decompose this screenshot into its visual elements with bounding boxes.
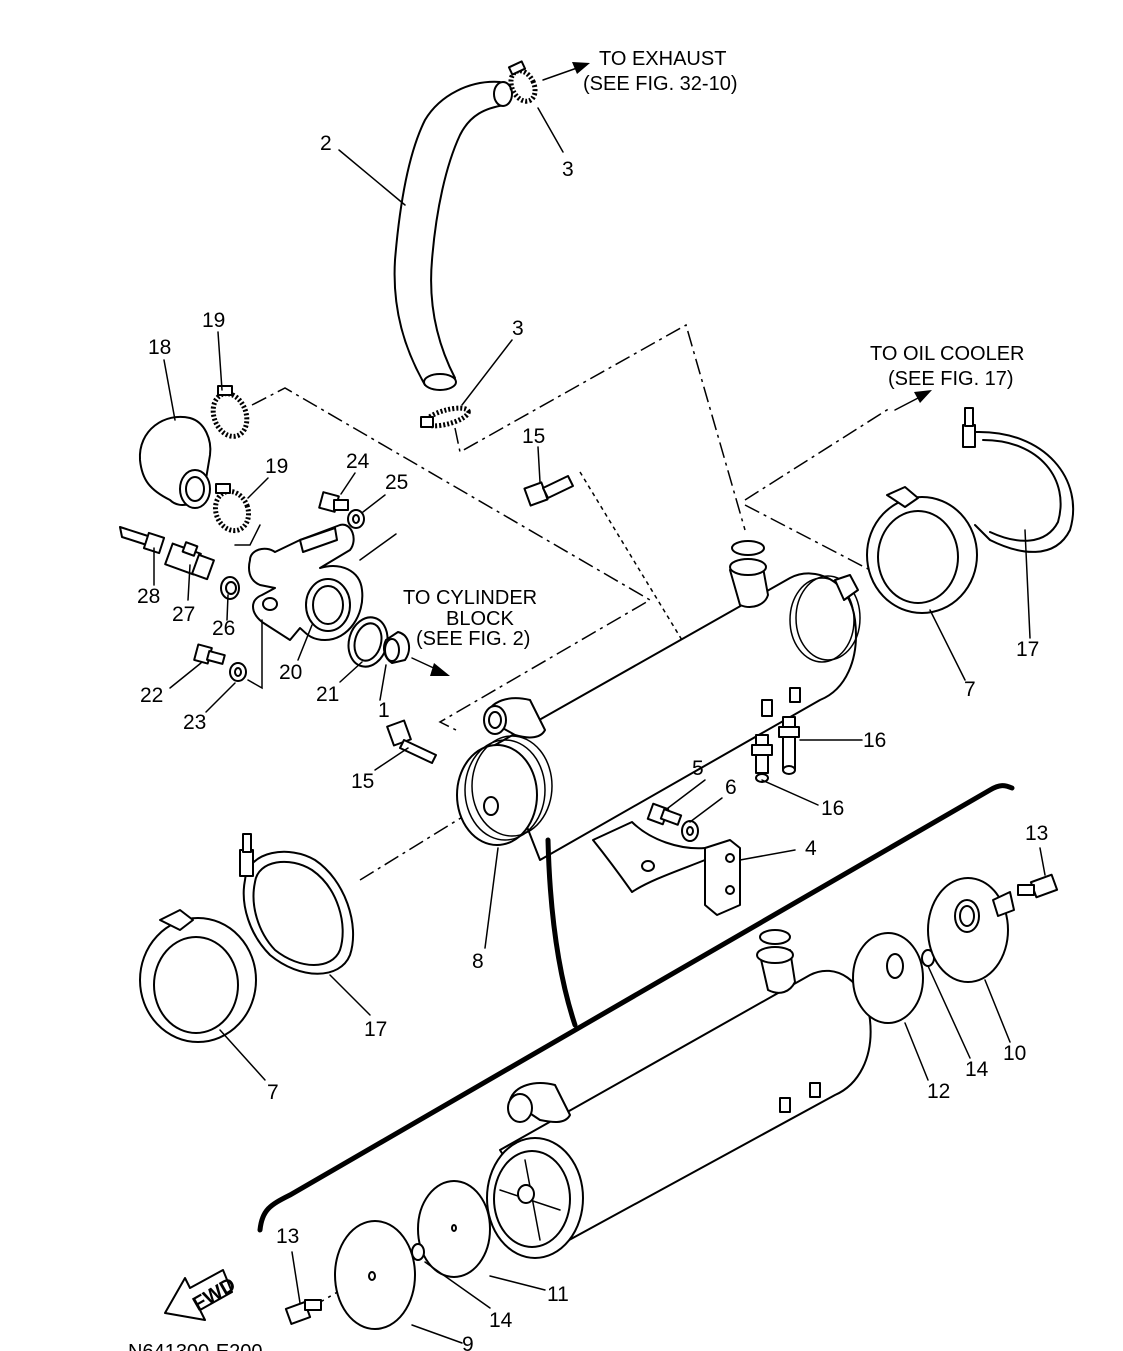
callout-17-left: 17 — [364, 1018, 387, 1041]
callout-14-right: 14 — [965, 1058, 989, 1081]
note-to-exhaust-2: (SEE FIG. 32-10) — [583, 73, 738, 95]
hose-clamp-19-upper — [210, 385, 250, 439]
callout-4: 4 — [805, 837, 817, 860]
housing-20 — [248, 523, 364, 641]
divider-line — [257, 783, 1015, 1233]
callout-21: 21 — [316, 683, 339, 706]
bolt-5 — [646, 802, 683, 826]
drawing-code: N641300-E200 — [128, 1341, 263, 1351]
callout-6: 6 — [725, 776, 737, 799]
callout-19-upper: 19 — [202, 309, 225, 332]
callout-14-left: 14 — [489, 1309, 513, 1332]
fitting-16-a — [751, 734, 773, 783]
fwd-arrow-icon: FWD — [164, 1269, 240, 1321]
callout-1: 1 — [378, 699, 390, 722]
note-to-cylinder-3: (SEE FIG. 2) — [416, 628, 530, 650]
plate-11 — [417, 1180, 491, 1278]
cap-1 — [383, 631, 411, 664]
sensor-15-upper — [523, 475, 574, 507]
callout-13-left: 13 — [276, 1225, 299, 1248]
sensor-15-lower — [386, 719, 437, 764]
washer-6 — [681, 820, 699, 842]
callout-13-right: 13 — [1025, 822, 1048, 845]
hose-clamp-3-lower — [420, 405, 471, 429]
lower-cooler-body — [486, 929, 872, 1259]
callout-15-lower: 15 — [351, 770, 374, 793]
callout-7-left: 7 — [267, 1081, 279, 1104]
callout-26: 26 — [212, 617, 235, 640]
arrow-to-exhaust — [542, 62, 590, 81]
arrow-to-cylinder-block — [411, 657, 450, 676]
note-to-cylinder-1: TO CYLINDER — [403, 587, 537, 609]
washer-23 — [229, 662, 247, 682]
callout-11: 11 — [547, 1283, 569, 1306]
divider-leader — [545, 837, 578, 1028]
note-to-cylinder-2: BLOCK — [446, 608, 514, 630]
callout-3-top: 3 — [562, 158, 574, 181]
note-to-exhaust-1: TO EXHAUST — [599, 48, 726, 70]
callout-18: 18 — [148, 336, 171, 359]
callout-22: 22 — [140, 684, 163, 707]
bolt-22 — [193, 643, 226, 665]
callout-23: 23 — [183, 711, 206, 734]
callout-2: 2 — [320, 132, 332, 155]
hose-clamp-19-lower — [212, 483, 252, 534]
plate-12 — [852, 932, 924, 1024]
clamp-ring-7-left — [139, 909, 257, 1043]
callout-3-lower: 3 — [512, 317, 524, 340]
arrow-to-oil-cooler — [894, 390, 932, 411]
leader-lines — [153, 107, 1046, 1344]
hose-clamp-3-top — [507, 60, 538, 104]
fitting-28 — [119, 526, 166, 555]
valve-27 — [164, 541, 215, 581]
callout-12: 12 — [927, 1080, 950, 1103]
callout-19-lower: 19 — [265, 455, 288, 478]
washer-25 — [347, 509, 365, 529]
fastener-group-bracket — [247, 619, 263, 690]
end-cover-10 — [927, 877, 1015, 983]
fitting-16-b — [778, 716, 800, 775]
housing-bracket-lines — [234, 524, 261, 546]
callout-28: 28 — [137, 585, 160, 608]
callout-8: 8 — [472, 950, 484, 973]
bolt-13-right — [1017, 873, 1059, 899]
callout-10: 10 — [1003, 1042, 1026, 1065]
callout-25: 25 — [385, 471, 408, 494]
callout-17-right: 17 — [1016, 638, 1039, 661]
housing-bracket-lines-2 — [359, 533, 397, 561]
note-to-oil-cooler-2: (SEE FIG. 17) — [888, 368, 1014, 390]
callout-27: 27 — [172, 603, 195, 626]
clamp-ring-7-right — [866, 486, 978, 614]
band-clamp-17-left — [239, 833, 355, 975]
end-cover-9 — [334, 1220, 416, 1330]
bolt-13-left — [284, 1299, 322, 1325]
screw-24 — [318, 491, 349, 513]
callout-9: 9 — [462, 1333, 474, 1351]
callout-15-upper: 15 — [522, 425, 545, 448]
note-to-oil-cooler-1: TO OIL COOLER — [870, 343, 1024, 365]
callout-24: 24 — [346, 450, 370, 473]
hose-2 — [393, 80, 513, 391]
callout-5: 5 — [692, 757, 704, 780]
band-clamp-17-right — [962, 407, 1075, 553]
bracket-4 — [592, 821, 741, 916]
cooler-body-8 — [456, 540, 861, 861]
callout-7-right: 7 — [964, 678, 976, 701]
callout-16-upper: 16 — [863, 729, 886, 752]
callout-20: 20 — [279, 661, 302, 684]
callout-16-lower: 16 — [821, 797, 844, 820]
hose-18 — [138, 415, 212, 509]
plug-26 — [220, 576, 240, 600]
